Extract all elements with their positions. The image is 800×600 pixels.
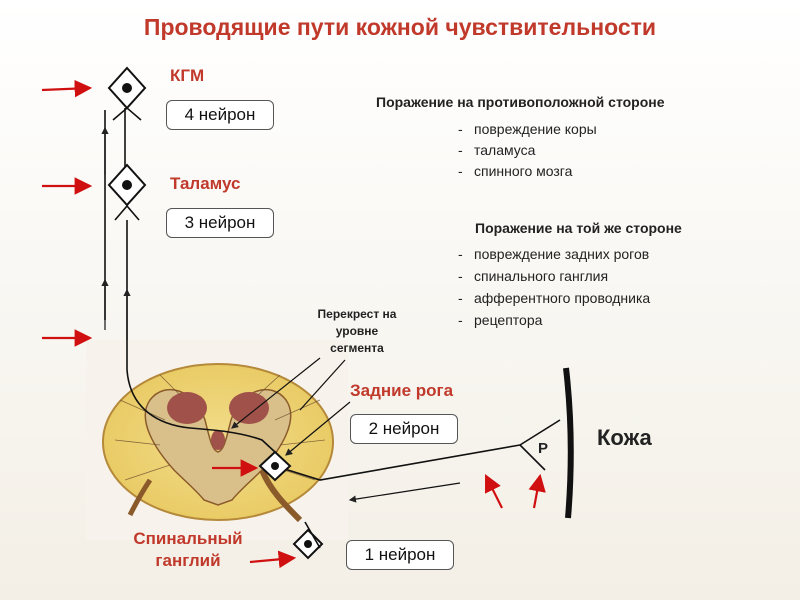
page-title: Проводящие пути кожной чувствительности: [143, 14, 657, 40]
same-item: -рецептора: [458, 312, 543, 328]
same-item: -повреждение задних рогов: [458, 246, 650, 262]
crossing-pointer-2: [299, 359, 346, 411]
red-arrow-ganglion: [249, 550, 297, 569]
opposite-item: -таламуса: [458, 142, 536, 158]
afferent-arrow: [348, 482, 461, 503]
same-side-heading: Поражение на той же стороне: [475, 220, 682, 236]
opposite-side-heading: Поражение на противоположной стороне: [376, 94, 665, 110]
label-kgm: КГМ: [170, 66, 205, 85]
neuron-body-1: [292, 521, 324, 560]
neuron-box-1: 1 нейрон: [346, 540, 454, 570]
label-thalamus: Таламус: [170, 174, 241, 193]
neuron-body-3: [107, 163, 147, 221]
spinal-cord-section: [86, 340, 348, 540]
opposite-item: -спинного мозга: [458, 163, 573, 179]
label-skin: Кожа: [597, 425, 652, 450]
neuron-box-2: 2 нейрон: [350, 414, 458, 444]
skin-line: [563, 367, 574, 519]
label-receptor: Р: [538, 440, 549, 457]
dorsal-horn-pointer: [285, 401, 351, 456]
neuron-box-3: 3 нейрон: [166, 208, 274, 238]
red-arrow-kgm: [41, 79, 93, 98]
red-arrow-afferent: [485, 474, 503, 509]
opposite-item: -повреждение коры: [458, 121, 597, 137]
label-dorsal-horns: Задние рога: [350, 381, 454, 400]
same-item: -спинального ганглия: [458, 268, 609, 284]
neuron-body-2: [258, 450, 292, 482]
red-arrow-receptor: [528, 473, 546, 509]
same-item: -афферентного проводника: [458, 290, 651, 306]
neuron-box-4: 4 нейрон: [166, 100, 274, 130]
label-crossing: Перекрест на уровне сегмента: [317, 307, 397, 355]
label-spinal-ganglion: Спинальный ганглий: [133, 529, 243, 570]
neuron-body-4: [107, 66, 147, 121]
crossing-pointer-1: [231, 357, 321, 429]
